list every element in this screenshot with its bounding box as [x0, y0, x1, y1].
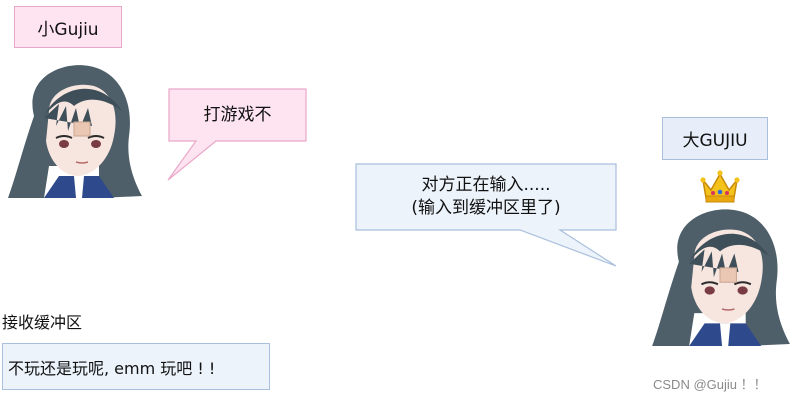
small-player-avatar [8, 65, 142, 198]
receive-buffer-label: 接收缓冲区 [2, 313, 83, 332]
big-player-avatar [652, 209, 790, 346]
big-player-name: 大GUJIU [682, 131, 748, 151]
big-player-speech-line-2: (输入到缓冲区里了) [411, 198, 561, 218]
crown-icon [700, 170, 740, 203]
small-player-name: 小Gujiu [37, 19, 99, 40]
big-player-speech-line-1: 对方正在输入..... [421, 175, 551, 195]
watermark-text: CSDN @Gujiu ！！ [653, 377, 767, 392]
small-player-speech-text: 打游戏不 [203, 104, 272, 125]
receive-buffer-box: 不玩还是玩呢, emm 玩吧 ! ! [2, 343, 270, 390]
receive-buffer-content: 不玩还是玩呢, emm 玩吧 ! ! [8, 358, 216, 378]
small-player-name-tag: 小Gujiu [14, 6, 122, 48]
big-player-name-tag: 大GUJIU [662, 117, 768, 160]
